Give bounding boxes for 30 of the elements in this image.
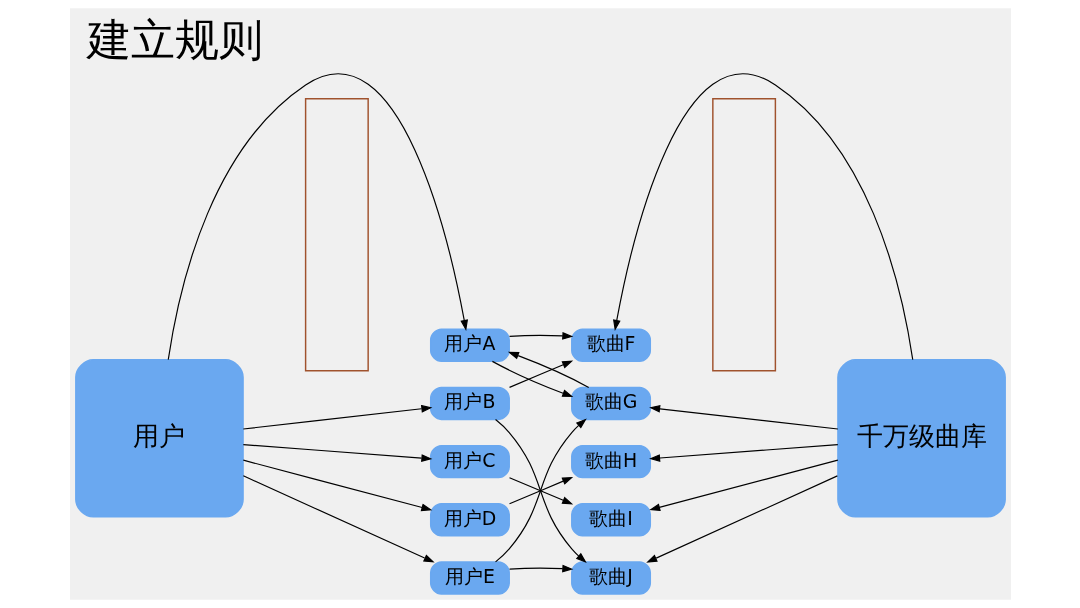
node-box [304,98,369,372]
diagram-title: 建立规则 [86,14,263,65]
node-box: 歌曲I [570,503,651,537]
arrow [508,332,573,340]
arrow [648,459,838,511]
arrow [242,404,432,430]
arrow [648,444,838,462]
arrow [242,459,432,512]
node-box: 用户A [429,328,510,362]
node-box: 歌曲F [570,328,651,362]
node-box: 用户D [429,503,510,537]
node-box: 歌曲G [570,386,651,421]
node-box: 歌曲J [570,561,651,595]
arrow [167,74,468,361]
arrow [491,360,573,397]
arrow [612,74,913,361]
arrow [645,475,838,563]
arrow [508,360,573,388]
node-box: 用户 [74,359,244,518]
node-box: 用户B [429,386,510,421]
node-box: 歌曲H [570,444,651,479]
arrow [242,475,435,563]
arrow [507,351,589,388]
arrow [648,405,838,430]
node-box: 用户E [429,561,510,595]
node-box [711,98,776,372]
node-box: 用户C [429,444,510,479]
node-box: 千万级曲库 [836,359,1006,518]
arrow [508,564,573,573]
arrow [242,444,432,462]
